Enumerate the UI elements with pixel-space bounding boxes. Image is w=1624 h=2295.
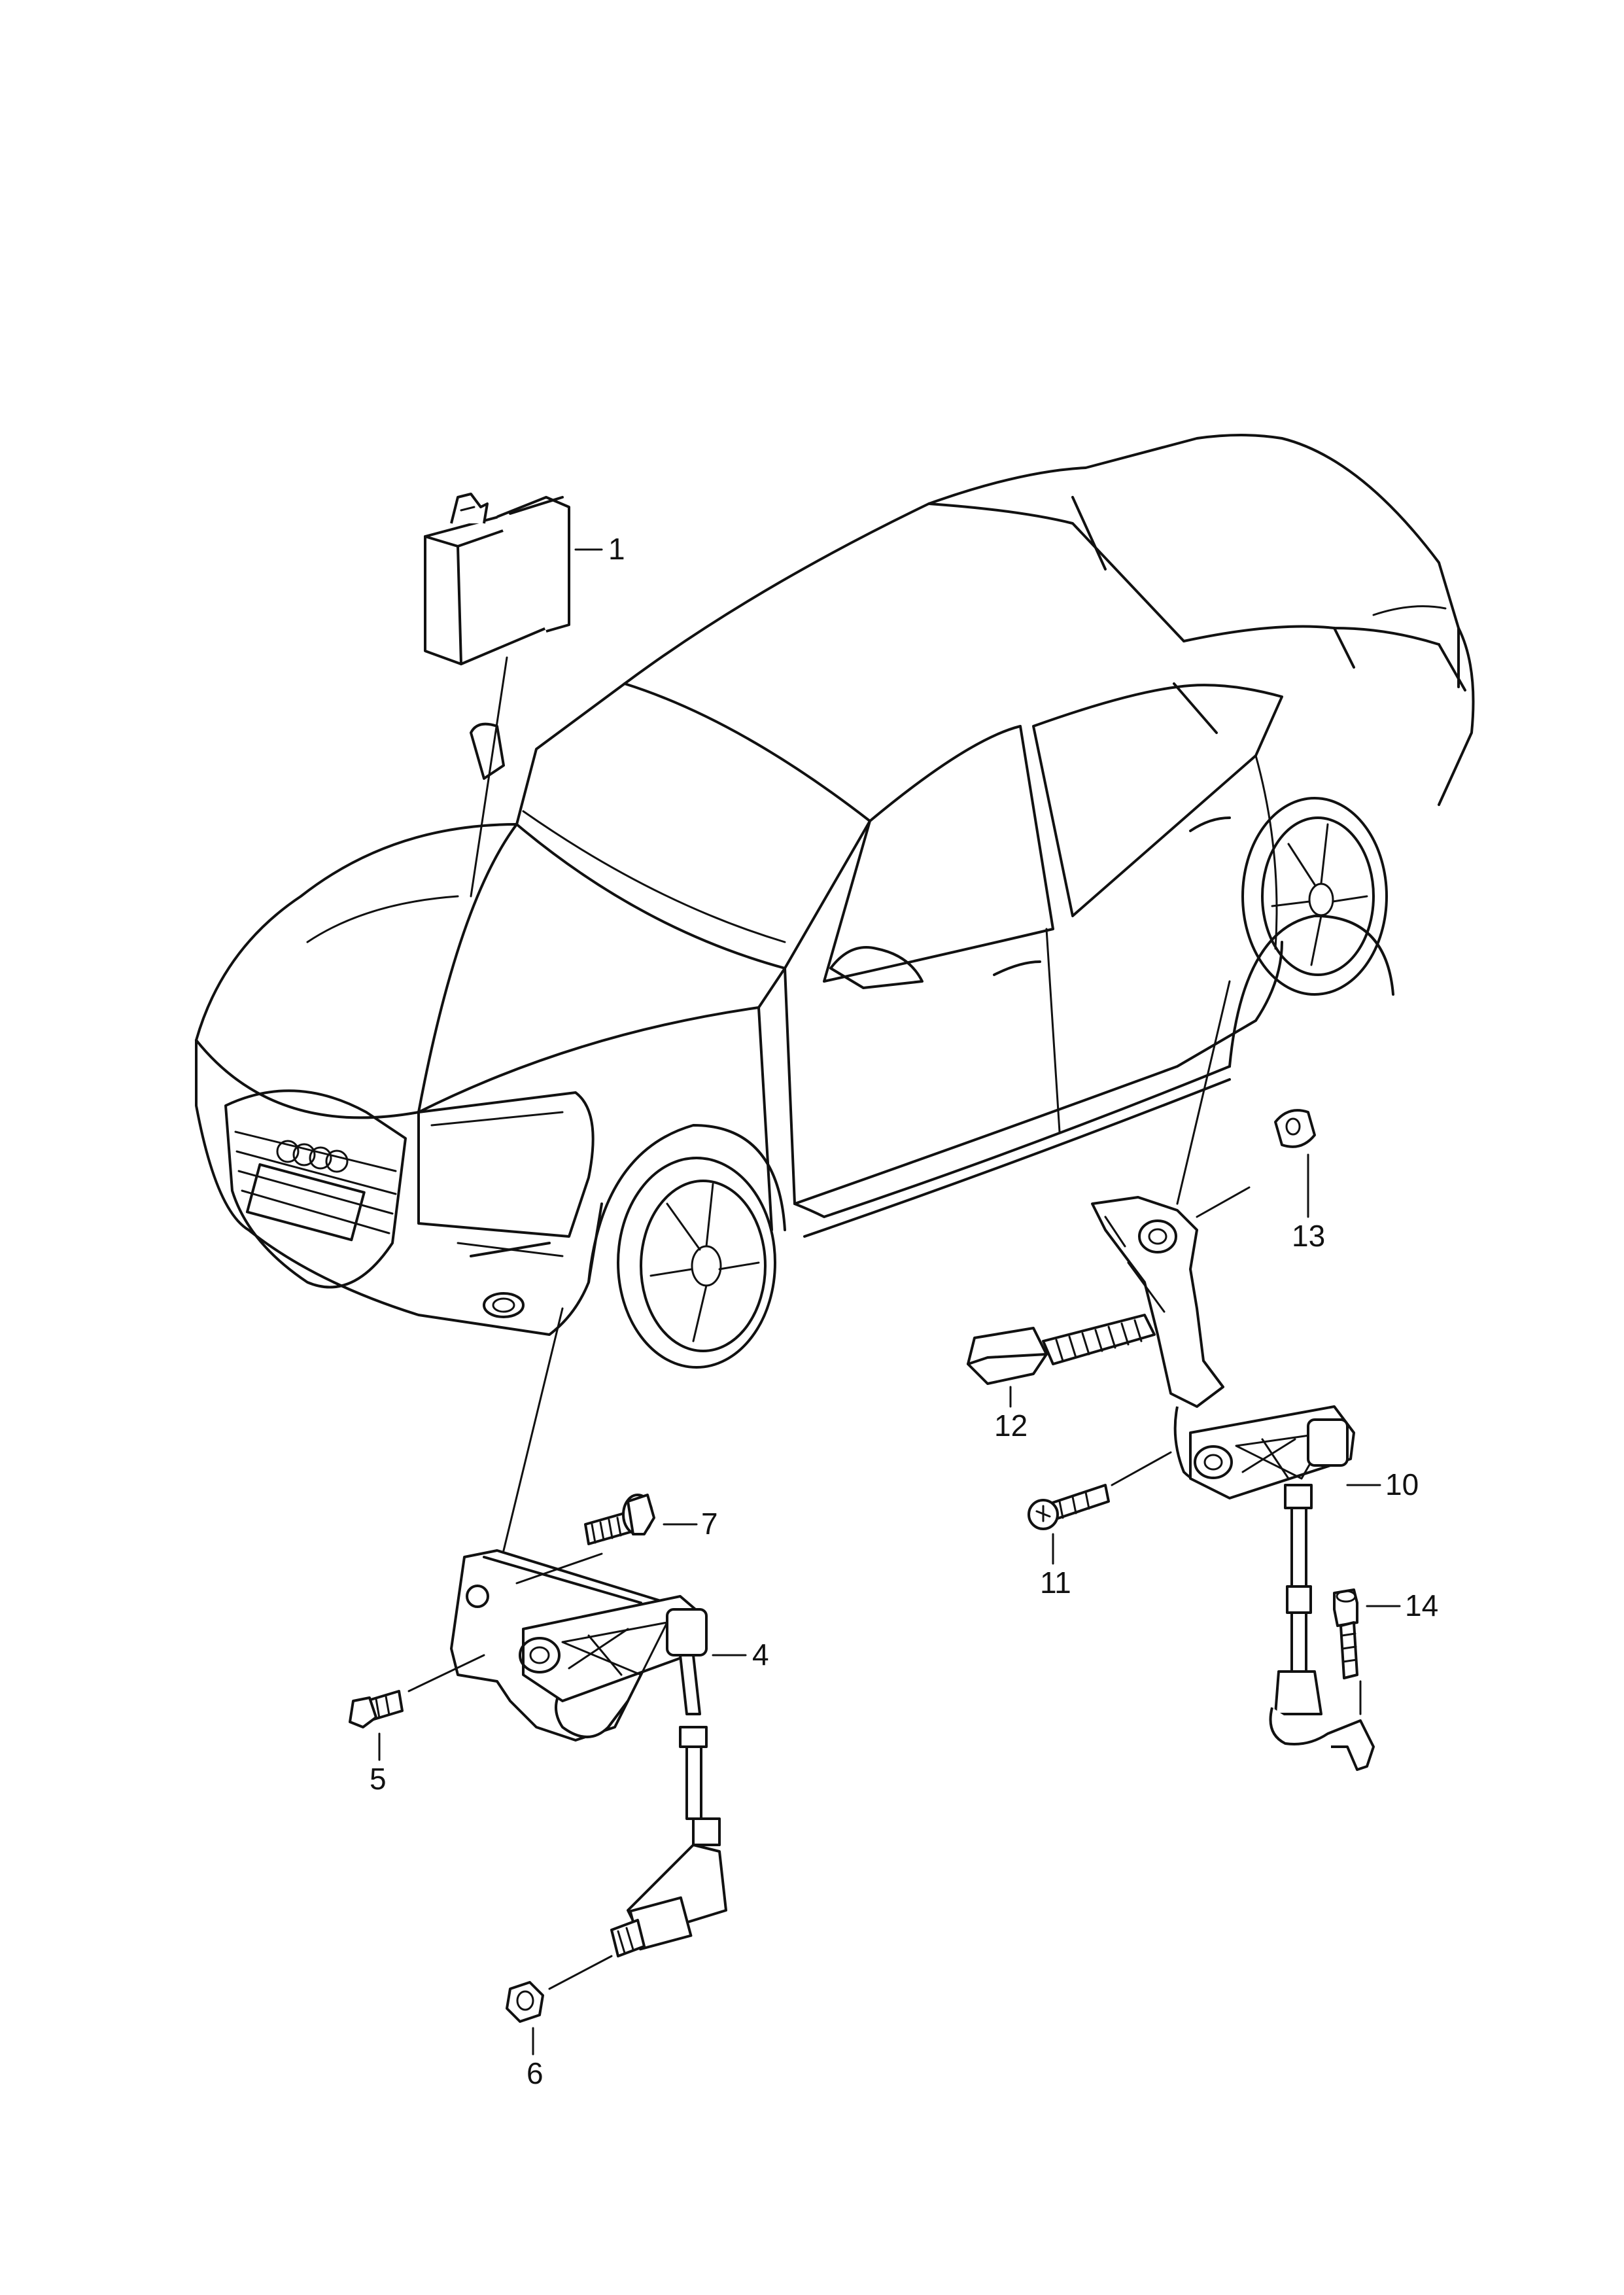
- leader-4-to-car: [502, 1307, 564, 1552]
- leader-10-to-car: [1176, 980, 1231, 1205]
- callout-1: 1: [608, 532, 625, 566]
- callout-5: 5: [370, 1762, 387, 1796]
- leader-6-sensor: [548, 1955, 613, 1990]
- callout-14: 14: [1405, 1588, 1438, 1622]
- leader-11-sensor: [1111, 1451, 1172, 1486]
- callout-6: 6: [527, 2056, 544, 2090]
- bolt-11: [1028, 1484, 1110, 1530]
- front-wheel: [587, 1124, 786, 1369]
- callout-4: 4: [752, 1638, 769, 1672]
- callout-13: 13: [1292, 1219, 1325, 1253]
- washer-13: [1274, 1109, 1316, 1148]
- control-unit: [424, 493, 570, 665]
- bolt-14: [1333, 1588, 1358, 1679]
- rear-wheel: [1228, 797, 1394, 1068]
- callout-11: 11: [1040, 1566, 1071, 1600]
- car-illustration: [195, 434, 1475, 1369]
- callout-12: 12: [994, 1409, 1028, 1443]
- nut-6: [506, 1981, 544, 2023]
- bolt-7: [584, 1494, 655, 1545]
- front-height-sensor: [450, 1549, 727, 1957]
- bolt-5: [349, 1690, 404, 1728]
- leader-1-to-car: [470, 656, 508, 898]
- rear-height-sensor: [1091, 1196, 1375, 1771]
- bolt-12: [967, 1314, 1156, 1385]
- leader-13-sensor: [1196, 1186, 1251, 1218]
- leader-5-sensor: [407, 1654, 485, 1692]
- leader-7-sensor: [515, 1552, 603, 1585]
- leader-12-sensor: [1127, 1261, 1166, 1313]
- callout-7: 7: [701, 1507, 718, 1541]
- callout-10: 10: [1385, 1467, 1419, 1501]
